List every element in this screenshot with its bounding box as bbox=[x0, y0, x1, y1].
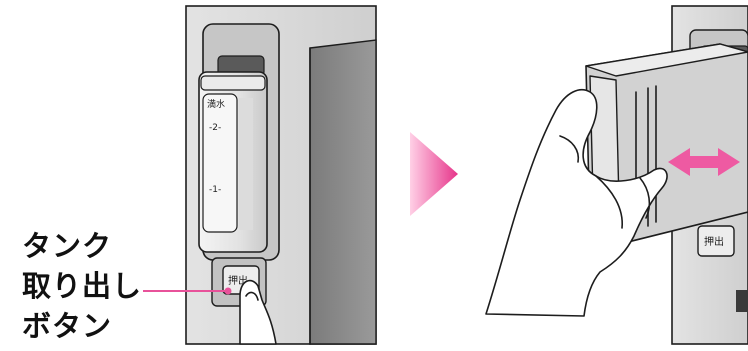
eject-button-right-label: 押出 bbox=[704, 235, 724, 248]
step-arrow bbox=[410, 132, 458, 216]
callout-line-3: ボタン bbox=[22, 306, 142, 346]
level-mark-1: -1- bbox=[209, 185, 221, 195]
callout-line-1: タンク bbox=[22, 226, 142, 266]
callout-leader-dot bbox=[225, 288, 232, 295]
tank-eject-button-callout: タンク 取り出し ボタン bbox=[22, 226, 142, 346]
level-mark-2: -2- bbox=[209, 123, 221, 133]
machine-dark-body bbox=[310, 40, 376, 344]
right-figure: 押出 bbox=[486, 6, 748, 344]
left-figure: 満水 -2- -1- 押出 bbox=[186, 6, 376, 344]
water-tank: 満水 -2- -1- bbox=[199, 72, 267, 252]
tank-window bbox=[203, 94, 237, 232]
full-water-label: 満水 bbox=[207, 98, 225, 110]
callout-line-2: 取り出し bbox=[22, 266, 142, 306]
eject-button-right[interactable]: 押出 bbox=[698, 226, 734, 256]
